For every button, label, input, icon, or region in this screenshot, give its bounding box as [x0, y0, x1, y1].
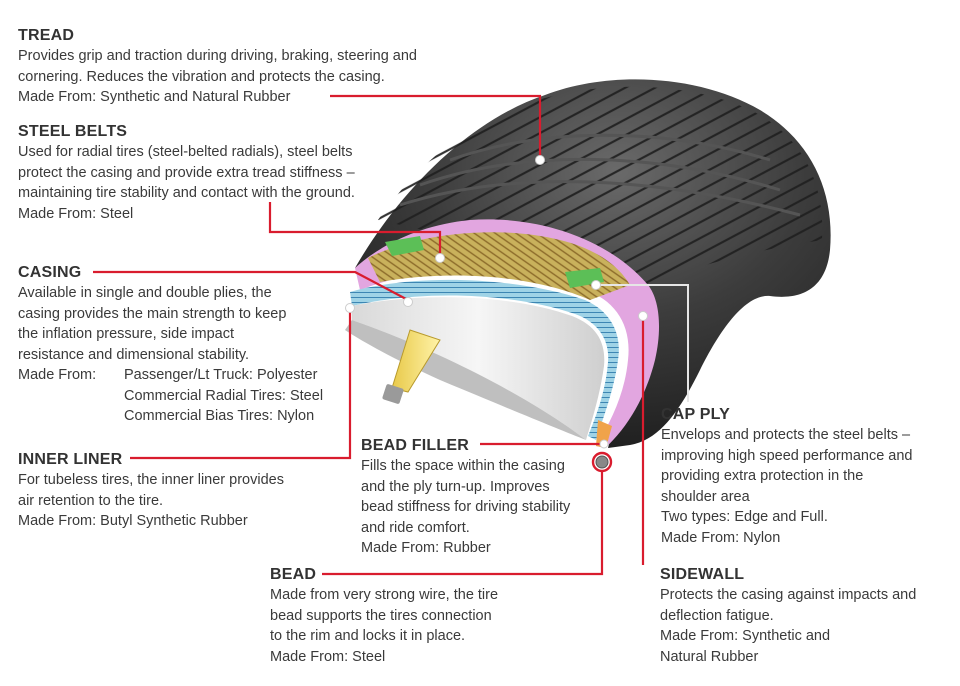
bead-line-2: bead supports the tires connection — [270, 607, 492, 624]
sidewall-line-3: Made From: Synthetic and — [660, 628, 831, 644]
steel-belts-line-4: Made From: Steel — [18, 205, 134, 222]
cap-ply-line-6: Made From: Nylon — [661, 529, 781, 546]
bead-line-3: to the rim and locks it in place. — [270, 628, 466, 644]
bead-filler-line-1: Fills the space within the casing — [361, 458, 565, 474]
leader-dots — [345, 155, 648, 449]
valve-stem — [391, 329, 441, 393]
valve-cap — [382, 384, 404, 404]
bead-wire — [595, 455, 609, 469]
casing-line-4: resistance and dimensional stability. — [18, 346, 250, 363]
steel-belts-label: STEEL BELTS Used for radial tires (steel… — [18, 122, 355, 224]
bead-filler-line-4: and ride comfort. — [361, 519, 470, 536]
bead-line-1: Made from very strong wire, the tire — [270, 587, 499, 603]
casing-title: CASING — [18, 264, 82, 281]
sidewall-title: SIDEWALL — [660, 566, 745, 583]
cap-ply-title: CAP PLY — [661, 406, 730, 423]
casing-made-from-3: Commercial Bias Tires: Nylon — [124, 408, 315, 424]
tread-title: TREAD — [18, 27, 75, 44]
inner-liner — [352, 297, 605, 440]
cap-ply-line-3: providing extra protection in the — [661, 468, 864, 484]
bead-label: BEAD Made from very strong wire, the tir… — [270, 565, 498, 667]
cap-ply-label: CAP PLY Envelops and protects the steel … — [661, 405, 912, 548]
inner-liner-leader — [130, 310, 352, 460]
inner-liner-line-1: For tubeless tires, the inner liner prov… — [18, 472, 284, 488]
inner-liner-line-2: air retention to the tire. — [18, 492, 164, 509]
tread-ribs — [399, 133, 801, 217]
tread-label: TREAD Provides grip and traction during … — [18, 26, 417, 108]
inner-liner-title: INNER LINER — [18, 451, 123, 468]
casing-leader — [93, 270, 409, 301]
bead-filler-title: BEAD FILLER — [361, 437, 469, 454]
leader-lines — [93, 94, 645, 576]
steel-belts-line-3: maintaining tire stability and contact w… — [18, 185, 355, 201]
cap-ply-line-2: improving high speed performance and — [661, 447, 913, 464]
tread-line-1: Provides grip and traction during drivin… — [18, 48, 417, 64]
bead-filler-line-5: Made From: Rubber — [361, 540, 491, 556]
sidewall-label: SIDEWALL Protects the casing against imp… — [660, 565, 916, 667]
sidewall-line-4: Natural Rubber — [660, 648, 759, 665]
casing-label: CASING Available in single and double pl… — [18, 263, 323, 427]
cap-ply-strips — [385, 236, 604, 288]
steel-belts-line-2: protect the casing and provide extra tre… — [18, 164, 355, 181]
inner-liner-line-3: Made From: Butyl Synthetic Rubber — [18, 513, 248, 529]
tread-line-2: cornering. Reduces the vibration and pro… — [18, 68, 385, 85]
casing-line-3: the inflation pressure, side impact — [18, 326, 234, 342]
bead-filler-label: BEAD FILLER Fills the space within the c… — [361, 436, 570, 559]
inner-liner-label: INNER LINER For tubeless tires, the inne… — [18, 450, 284, 532]
bead-title: BEAD — [270, 566, 317, 583]
tread-leader — [330, 94, 542, 160]
sidewall-line-2: deflection fatigue. — [660, 607, 774, 624]
sidewall-line-1: Protects the casing against impacts and — [660, 587, 917, 603]
bead-leader — [322, 470, 604, 576]
casing-made-from-key: Made From: — [18, 367, 97, 383]
steel-belts-leader — [268, 202, 442, 258]
tread-line-3: Made From: Synthetic and Natural Rubber — [18, 89, 291, 105]
steel-belts-title: STEEL BELTS — [18, 123, 128, 140]
casing-made-from-2: Commercial Radial Tires: Steel — [124, 387, 324, 404]
bead-filler-line-2: and the ply turn-up. Improves — [361, 478, 550, 495]
casing-line-2: casing provides the main strength to kee… — [18, 305, 287, 322]
cap-ply-leader — [596, 284, 689, 402]
bead-filler-shape — [596, 420, 612, 448]
bead-line-4: Made From: Steel — [270, 648, 386, 665]
steel-belt-layer — [368, 232, 630, 300]
bead-highlight-ring — [591, 451, 613, 473]
cap-ply-line-4: shoulder area — [661, 488, 750, 505]
cap-ply-line-1: Envelops and protects the steel belts – — [661, 427, 911, 443]
steel-belts-line-1: Used for radial tires (steel-belted radi… — [18, 144, 353, 160]
casing-line-1: Available in single and double plies, th… — [18, 285, 272, 301]
casing-made-from: Made From: Passenger/Lt Truck: Polyester… — [18, 365, 323, 427]
bead-filler-line-3: bead stiffness for driving stability — [361, 499, 571, 515]
casing-made-from-1: Passenger/Lt Truck: Polyester — [124, 367, 318, 383]
casing-ply-layer — [350, 279, 619, 440]
cap-ply-line-5: Two types: Edge and Full. — [661, 509, 828, 525]
